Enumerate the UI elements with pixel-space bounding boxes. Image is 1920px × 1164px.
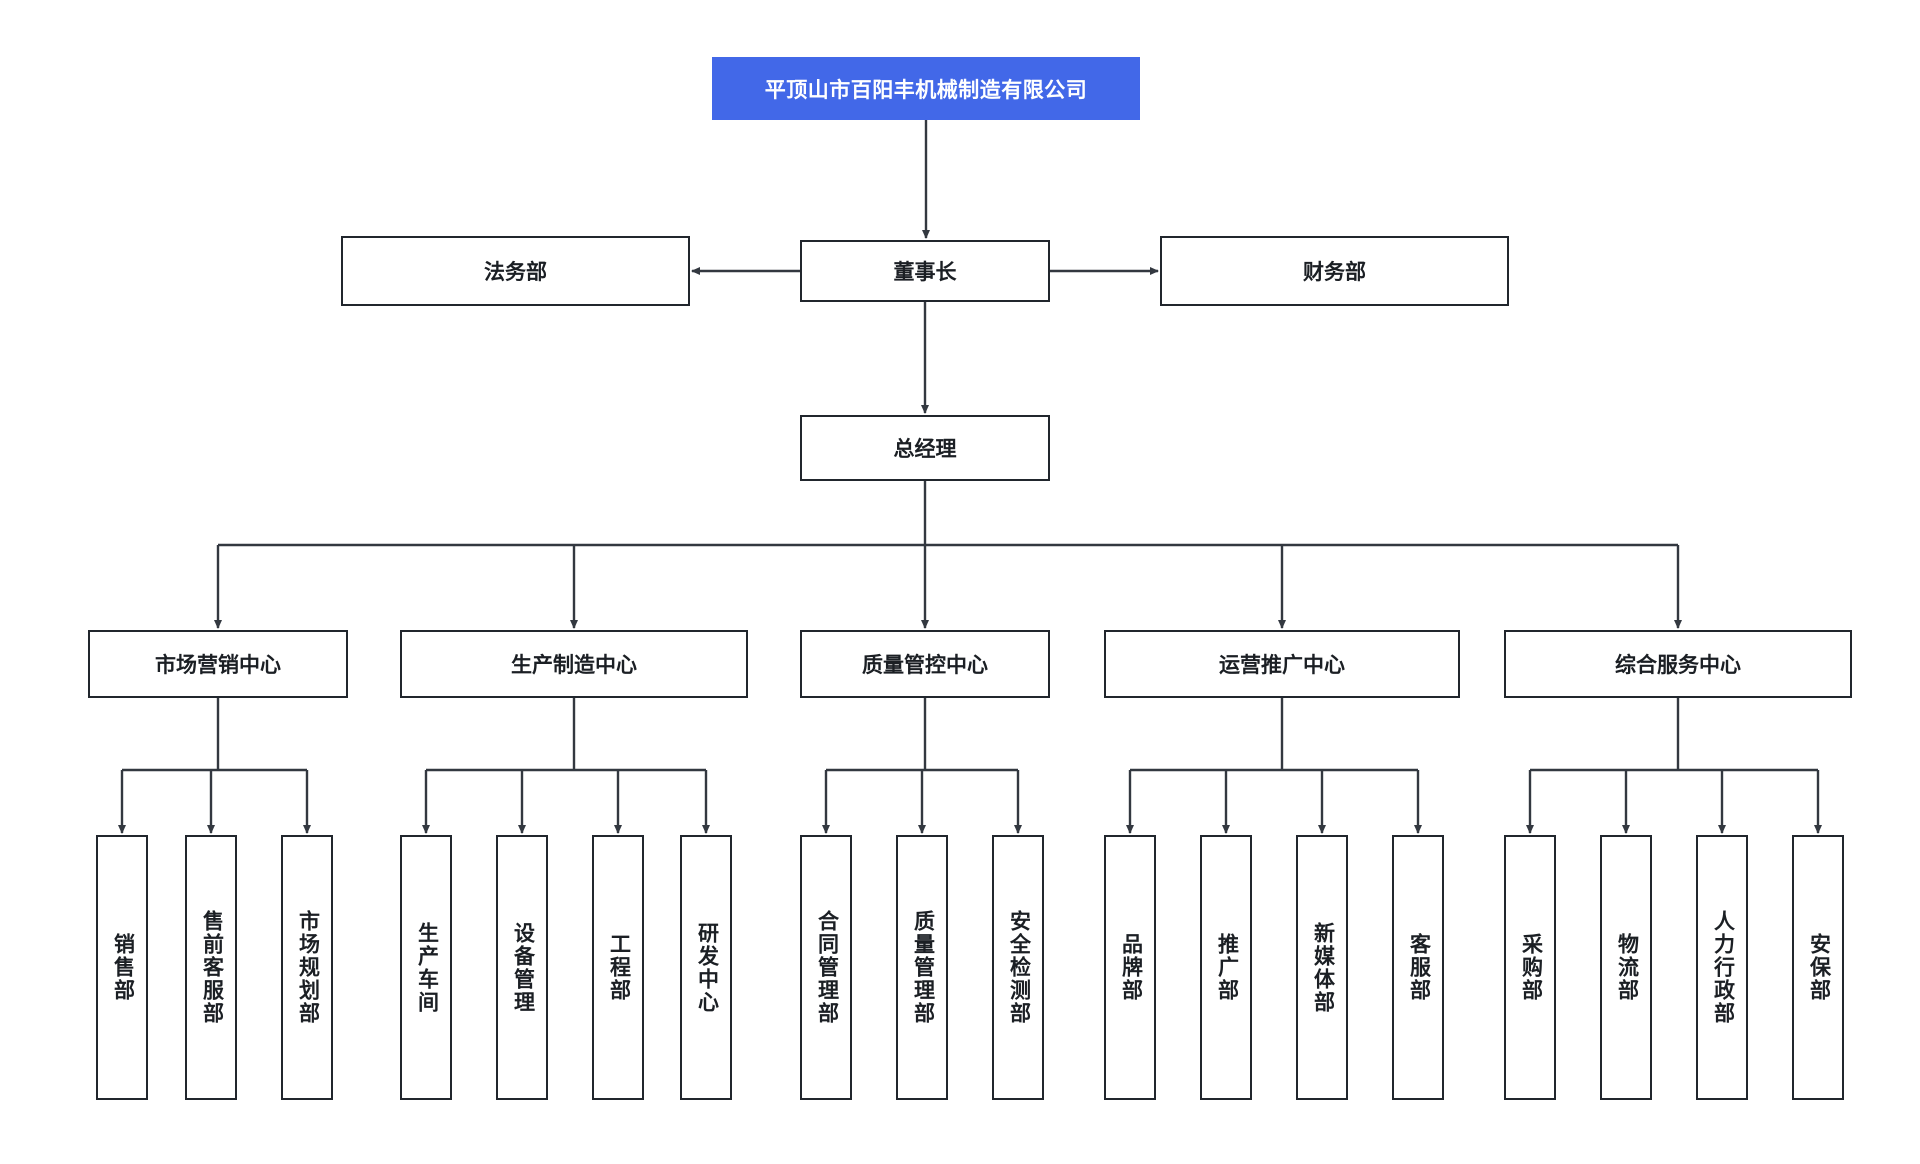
department-node-4-1[interactable]: 物流部 — [1600, 835, 1652, 1100]
department-node-2-1[interactable]: 质量管理部 — [896, 835, 948, 1100]
center-node-1[interactable]: 生产制造中心 — [400, 630, 748, 698]
department-node-4-3[interactable]: 安保部 — [1792, 835, 1844, 1100]
general-manager-node-label: 总经理 — [893, 438, 957, 461]
department-node-3-2[interactable]: 新媒体部 — [1296, 835, 1348, 1100]
department-node-3-1[interactable]: 推广部 — [1200, 835, 1252, 1100]
department-node-1-2-label: 工程部 — [607, 933, 631, 1002]
department-node-4-0[interactable]: 采购部 — [1504, 835, 1556, 1100]
legal-department-node-label: 法务部 — [484, 261, 547, 284]
department-node-1-0[interactable]: 生产车间 — [400, 835, 452, 1100]
center-node-3[interactable]: 运营推广中心 — [1104, 630, 1460, 698]
department-node-1-3-label: 研发中心 — [695, 921, 719, 1014]
department-node-1-1[interactable]: 设备管理 — [496, 835, 548, 1100]
center-node-3-label: 运营推广中心 — [1219, 654, 1345, 677]
department-node-3-3[interactable]: 客服部 — [1392, 835, 1444, 1100]
department-node-2-2-label: 安全检测部 — [1007, 910, 1031, 1025]
center-node-0[interactable]: 市场营销中心 — [88, 630, 348, 698]
department-node-2-0[interactable]: 合同管理部 — [800, 835, 852, 1100]
chairman-node-label: 董事长 — [893, 261, 957, 284]
department-node-3-1-label: 推广部 — [1215, 933, 1239, 1002]
center-node-4-label: 综合服务中心 — [1615, 654, 1741, 677]
center-node-4[interactable]: 综合服务中心 — [1504, 630, 1852, 698]
department-node-0-1-label: 售前客服部 — [200, 910, 224, 1025]
department-node-4-1-label: 物流部 — [1615, 933, 1639, 1002]
finance-department-node-label: 财务部 — [1303, 261, 1366, 284]
finance-department-node[interactable]: 财务部 — [1160, 236, 1509, 306]
center-node-2[interactable]: 质量管控中心 — [800, 630, 1050, 698]
department-node-1-2[interactable]: 工程部 — [592, 835, 644, 1100]
department-node-0-0[interactable]: 销售部 — [96, 835, 148, 1100]
legal-department-node[interactable]: 法务部 — [341, 236, 690, 306]
department-node-3-3-label: 客服部 — [1407, 933, 1431, 1002]
chairman-node[interactable]: 董事长 — [800, 240, 1050, 302]
center-node-2-label: 质量管控中心 — [862, 654, 988, 677]
company-root-node[interactable]: 平顶山市百阳丰机械制造有限公司 — [712, 57, 1140, 120]
department-node-0-2[interactable]: 市场规划部 — [281, 835, 333, 1100]
department-node-0-2-label: 市场规划部 — [296, 910, 320, 1025]
department-node-0-1[interactable]: 售前客服部 — [185, 835, 237, 1100]
department-node-2-0-label: 合同管理部 — [815, 910, 839, 1025]
department-node-0-0-label: 销售部 — [111, 933, 135, 1002]
department-node-3-0-label: 品牌部 — [1119, 933, 1143, 1002]
department-node-4-0-label: 采购部 — [1519, 933, 1543, 1002]
department-node-1-1-label: 设备管理 — [511, 921, 535, 1014]
department-node-3-2-label: 新媒体部 — [1311, 921, 1335, 1014]
department-node-4-2[interactable]: 人力行政部 — [1696, 835, 1748, 1100]
department-node-3-0[interactable]: 品牌部 — [1104, 835, 1156, 1100]
department-node-4-3-label: 安保部 — [1807, 933, 1831, 1002]
department-node-2-1-label: 质量管理部 — [911, 910, 935, 1025]
center-node-0-label: 市场营销中心 — [155, 654, 281, 677]
company-root-node-label: 平顶山市百阳丰机械制造有限公司 — [764, 78, 1088, 102]
general-manager-node[interactable]: 总经理 — [800, 415, 1050, 481]
center-node-1-label: 生产制造中心 — [511, 654, 637, 677]
department-node-1-0-label: 生产车间 — [415, 921, 439, 1014]
department-node-2-2[interactable]: 安全检测部 — [992, 835, 1044, 1100]
department-node-4-2-label: 人力行政部 — [1711, 910, 1735, 1025]
department-node-1-3[interactable]: 研发中心 — [680, 835, 732, 1100]
